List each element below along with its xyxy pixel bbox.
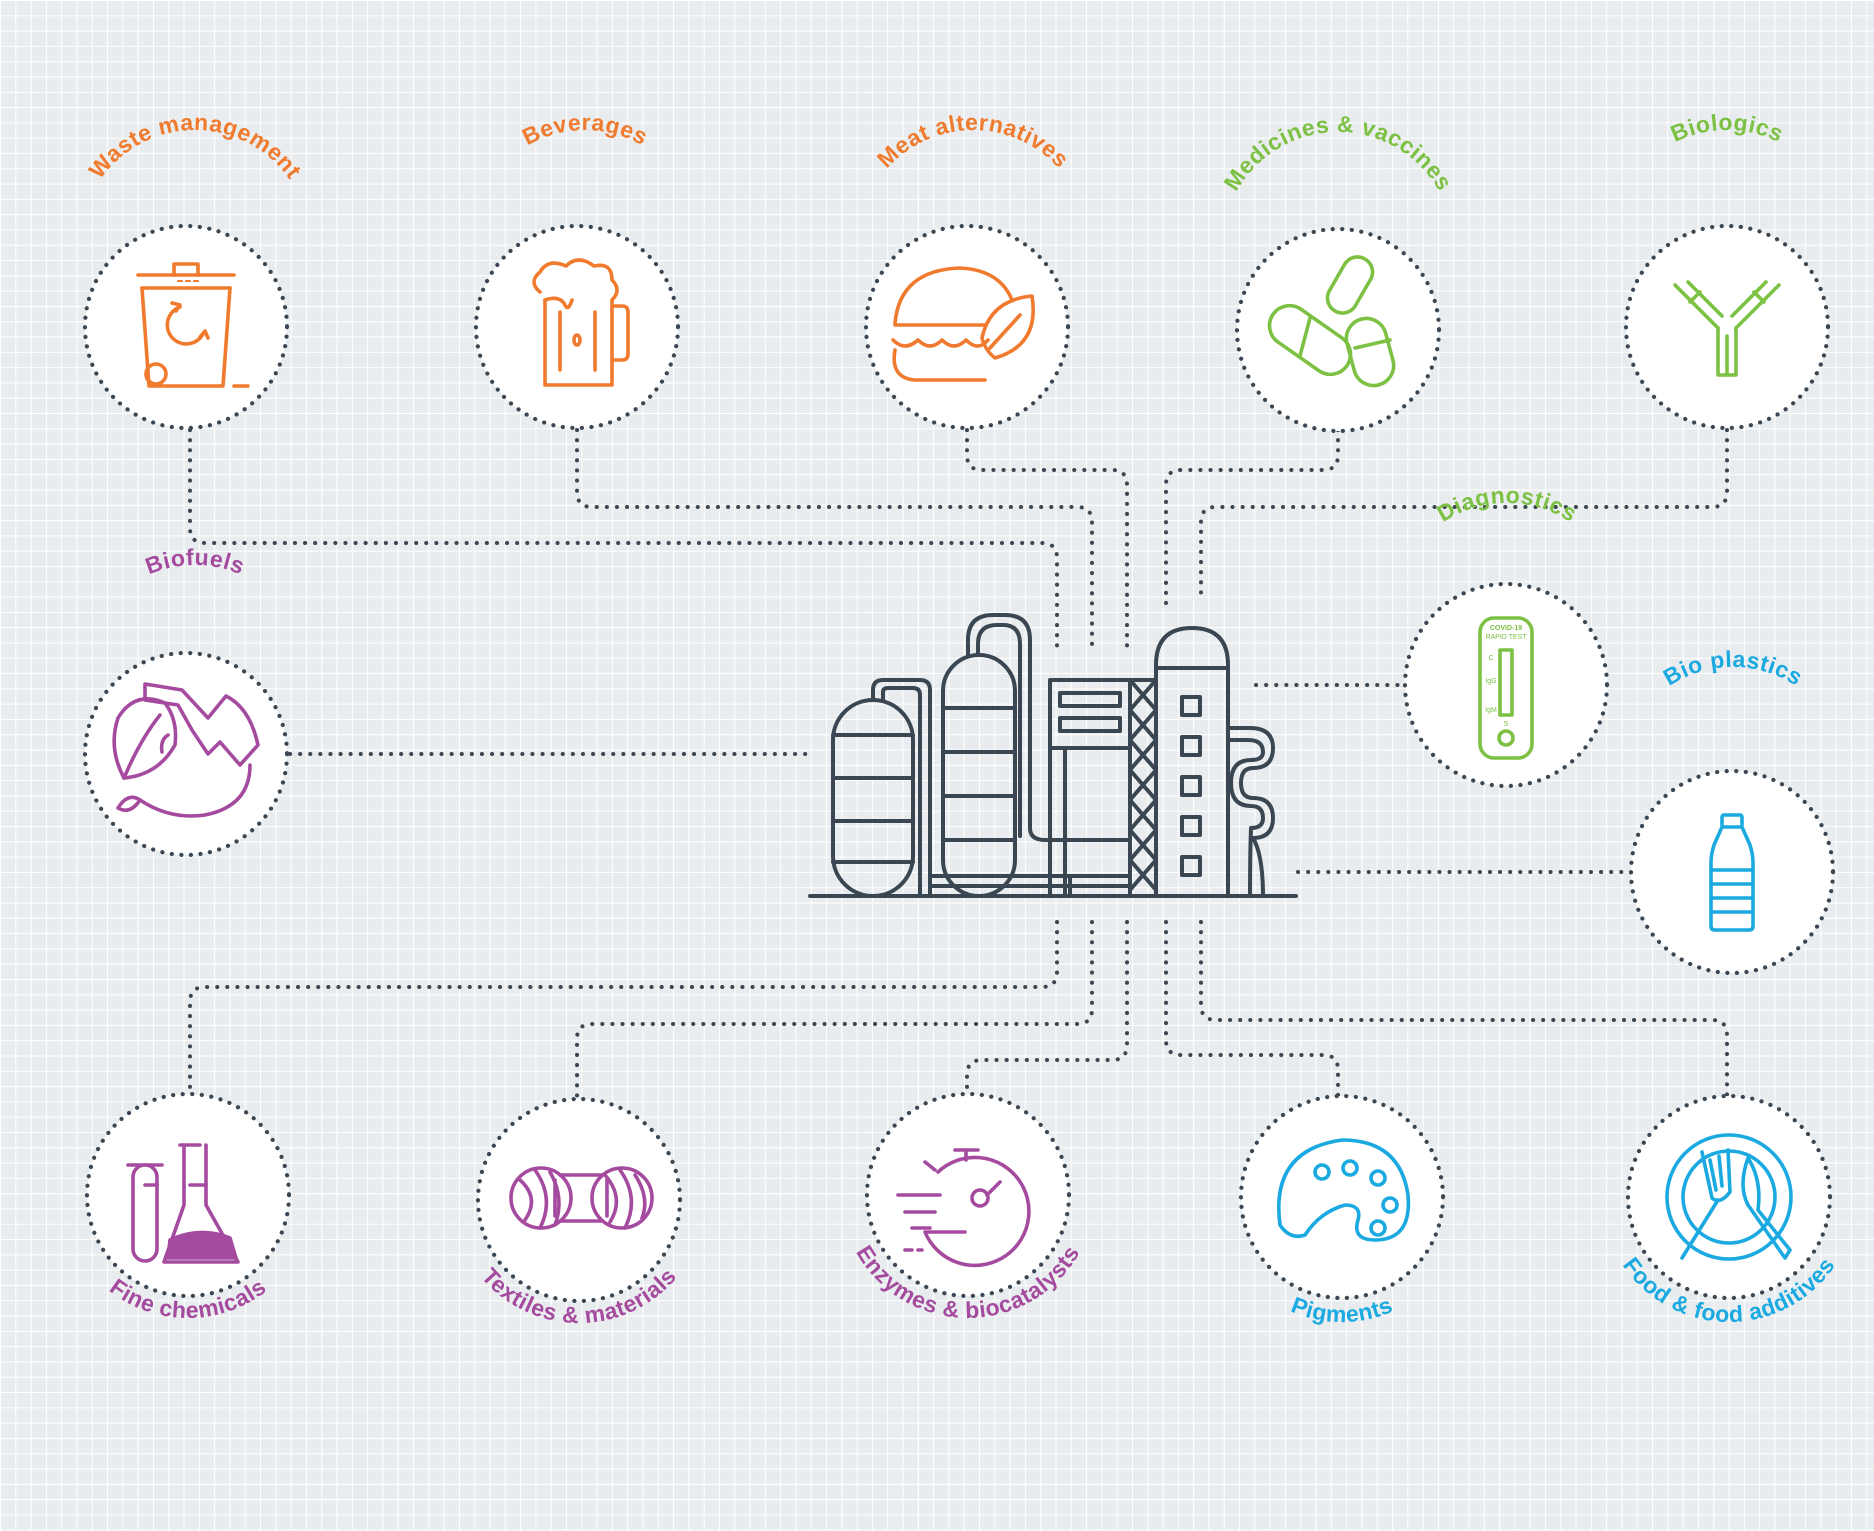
node-waste-management[interactable]: Waste management — [82, 109, 307, 431]
test-mark-igg: IgG — [1485, 678, 1496, 685]
node-ring — [84, 1091, 292, 1299]
node-beverages[interactable]: Beverages — [473, 109, 681, 431]
connector-meat-alternatives — [965, 428, 1129, 652]
connector-waste-management — [188, 428, 1059, 652]
connector-biologics — [1199, 428, 1729, 602]
node-ring — [475, 1096, 683, 1304]
connector-fine-chemicals — [188, 920, 1059, 1102]
connector-pigments — [1164, 920, 1340, 1102]
rapid-test-text: COVID-19 RAPID TEST C IgG IgM S — [1485, 625, 1527, 728]
node-label: Diagnostics — [1432, 482, 1582, 527]
plate-fork-knife-icon — [1665, 1133, 1793, 1261]
flask-test-tube-icon — [126, 1143, 240, 1264]
paint-palette-icon — [1277, 1138, 1411, 1242]
node-ring — [82, 223, 290, 431]
node-label: Biofuels — [142, 544, 249, 579]
node-label: Biologics — [1667, 109, 1788, 147]
biorefinery-factory-icon — [808, 613, 1298, 898]
node-fine-chemicals[interactable]: Fine chemicals — [84, 1091, 292, 1323]
antibody-icon — [1673, 280, 1781, 377]
yarn-icon — [509, 1166, 654, 1230]
connector-enzymes-biocatalysts — [965, 920, 1129, 1102]
node-ring — [863, 223, 1071, 431]
node-medicines-vaccines[interactable]: Medicines & vaccines — [1218, 111, 1457, 434]
fuel-nozzle-leaf-icon — [112, 682, 260, 818]
node-biofuels[interactable]: Biofuels — [82, 544, 290, 858]
node-food-additives[interactable]: Food & food additives — [1618, 1093, 1840, 1327]
test-title: COVID-19 — [1490, 625, 1522, 632]
rapid-test-icon — [1478, 616, 1534, 760]
node-label: Beverages — [518, 109, 652, 150]
node-diagnostics[interactable]: COVID-19 RAPID TEST C IgG IgM S Diagnost… — [1402, 482, 1610, 789]
node-ring — [1238, 1093, 1446, 1301]
waste-bin-recycle-icon — [136, 262, 250, 388]
burger-leaf-icon — [891, 266, 1035, 382]
node-pigments[interactable]: Pigments — [1238, 1093, 1446, 1327]
node-label: Meat alternatives — [872, 109, 1075, 173]
capsules-icon — [1267, 255, 1396, 388]
connectors — [188, 428, 1729, 1102]
beer-mug-icon — [532, 258, 630, 387]
connector-food-additives — [1199, 920, 1729, 1102]
test-mark-s: S — [1504, 721, 1509, 728]
node-ring — [1625, 1093, 1833, 1301]
test-mark-igm: IgM — [1485, 707, 1497, 714]
node-ring — [1623, 223, 1831, 431]
node-enzymes-biocatalysts[interactable]: Enzymes & biocatalysts — [851, 1091, 1084, 1323]
node-bio-plastics[interactable]: Bio plastics — [1628, 646, 1836, 976]
node-ring — [1628, 768, 1836, 976]
node-label: Waste management — [83, 109, 307, 183]
connector-textiles-materials — [575, 920, 1094, 1102]
stopwatch-icon — [896, 1148, 1031, 1268]
node-label: Bio plastics — [1659, 646, 1808, 691]
node-textiles-materials[interactable]: Textiles & materials — [475, 1096, 683, 1328]
node-meat-alternatives[interactable]: Meat alternatives — [863, 109, 1075, 431]
node-biologics[interactable]: Biologics — [1623, 109, 1831, 431]
test-mark-c: C — [1488, 655, 1493, 662]
node-ring — [1234, 226, 1442, 434]
test-subtitle: RAPID TEST — [1485, 634, 1527, 641]
connector-medicines-vaccines — [1164, 428, 1340, 612]
node-ring — [1402, 581, 1610, 789]
plastic-bottle-icon — [1709, 813, 1755, 932]
node-ring — [473, 223, 681, 431]
node-label: Medicines & vaccines — [1218, 111, 1457, 195]
